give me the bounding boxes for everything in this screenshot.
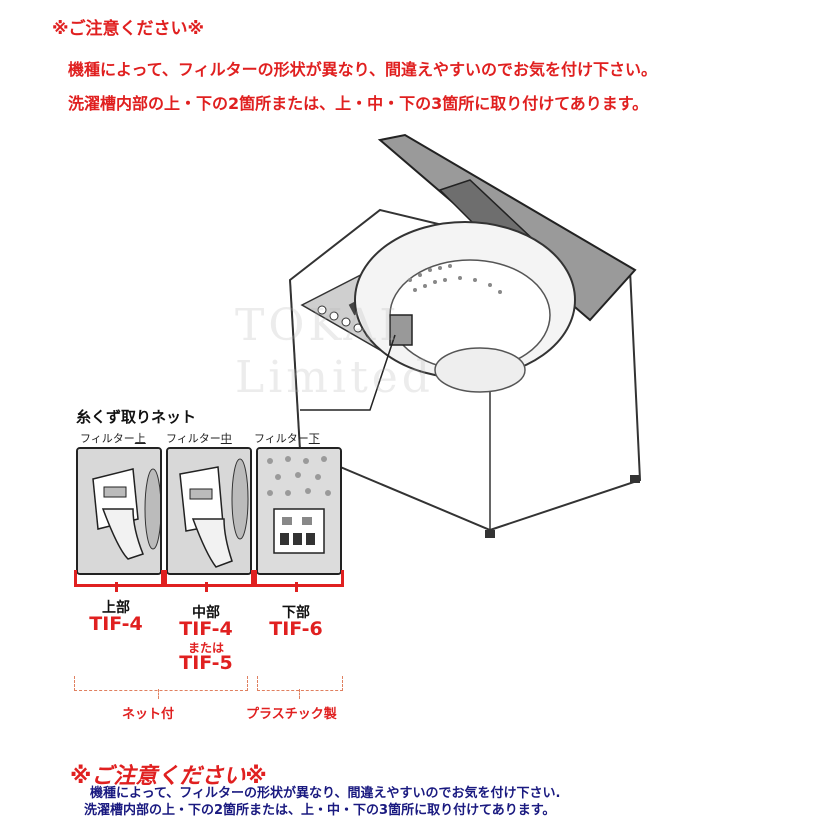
bottom-notice-line-1: 機種によって、フィルターの形状が異なり、間違えやすいのでお気を付け下さい.: [90, 786, 561, 801]
filter-label-middle: フィルター中: [166, 430, 232, 446]
bracket-middle-tick: [205, 582, 208, 592]
category-net-bracket: [74, 676, 248, 691]
filter-middle-image: [166, 447, 252, 575]
filter-label-prefix: フィルター: [166, 432, 221, 445]
notice-line-1: 機種によって、フィルターの形状が異なり、間違えやすいのでお気を付け下さい。: [68, 60, 657, 79]
filter-label-prefix: フィルター: [80, 432, 135, 445]
category-plastic-tick: [299, 689, 300, 699]
filter-label-pos: 下: [308, 432, 320, 445]
filter-label-bottom: フィルター下: [254, 430, 320, 446]
bottom-notice-line-2: 洗濯槽内部の上・下の2箇所または、上・中・下の3箇所に取り付けてあります。: [84, 803, 556, 818]
part-middle-label: 中部: [192, 605, 220, 621]
bracket-bottom-tick: [295, 582, 298, 592]
category-plastic: プラスチック製: [246, 707, 337, 722]
bottom-notice-title: ※ご注意ください※: [70, 764, 267, 789]
bracket-bottom: [254, 570, 344, 587]
notice-line-2: 洗濯槽内部の上・下の2箇所または、上・中・下の3箇所に取り付けてあります。: [68, 94, 649, 113]
filter-label-pos: 中: [220, 432, 232, 445]
part-top-code: TIF-4: [89, 613, 143, 635]
watermark-line-1: TOKAI: [235, 300, 401, 351]
category-net: ネット付: [122, 707, 175, 722]
bracket-middle: [164, 570, 254, 587]
part-top-label: 上部: [102, 600, 130, 616]
watermark-line-2: Limited: [235, 352, 434, 403]
filter-bottom-image: [256, 447, 342, 575]
part-bottom-label: 下部: [282, 605, 310, 621]
category-plastic-bracket: [257, 676, 343, 691]
washing-machine-illustration: [288, 133, 642, 538]
part-middle-code-alt: TIF-5: [179, 652, 233, 674]
bracket-top-tick: [115, 582, 118, 592]
filter-label-top: フィルター上: [80, 430, 146, 446]
part-middle-code: TIF-4: [179, 618, 233, 640]
category-net-tick: [158, 689, 159, 699]
bracket-top: [74, 570, 164, 587]
notice-title: ※ご注意ください※: [52, 19, 205, 39]
net-title: 糸くず取りネット: [76, 408, 197, 426]
part-bottom-code: TIF-6: [269, 618, 323, 640]
filter-top-image: [76, 447, 162, 575]
filter-label-pos: 上: [134, 432, 146, 445]
part-middle-or: または: [187, 641, 224, 655]
watermark: TOKAI Limited: [235, 300, 434, 404]
filter-label-prefix: フィルター: [254, 432, 309, 445]
